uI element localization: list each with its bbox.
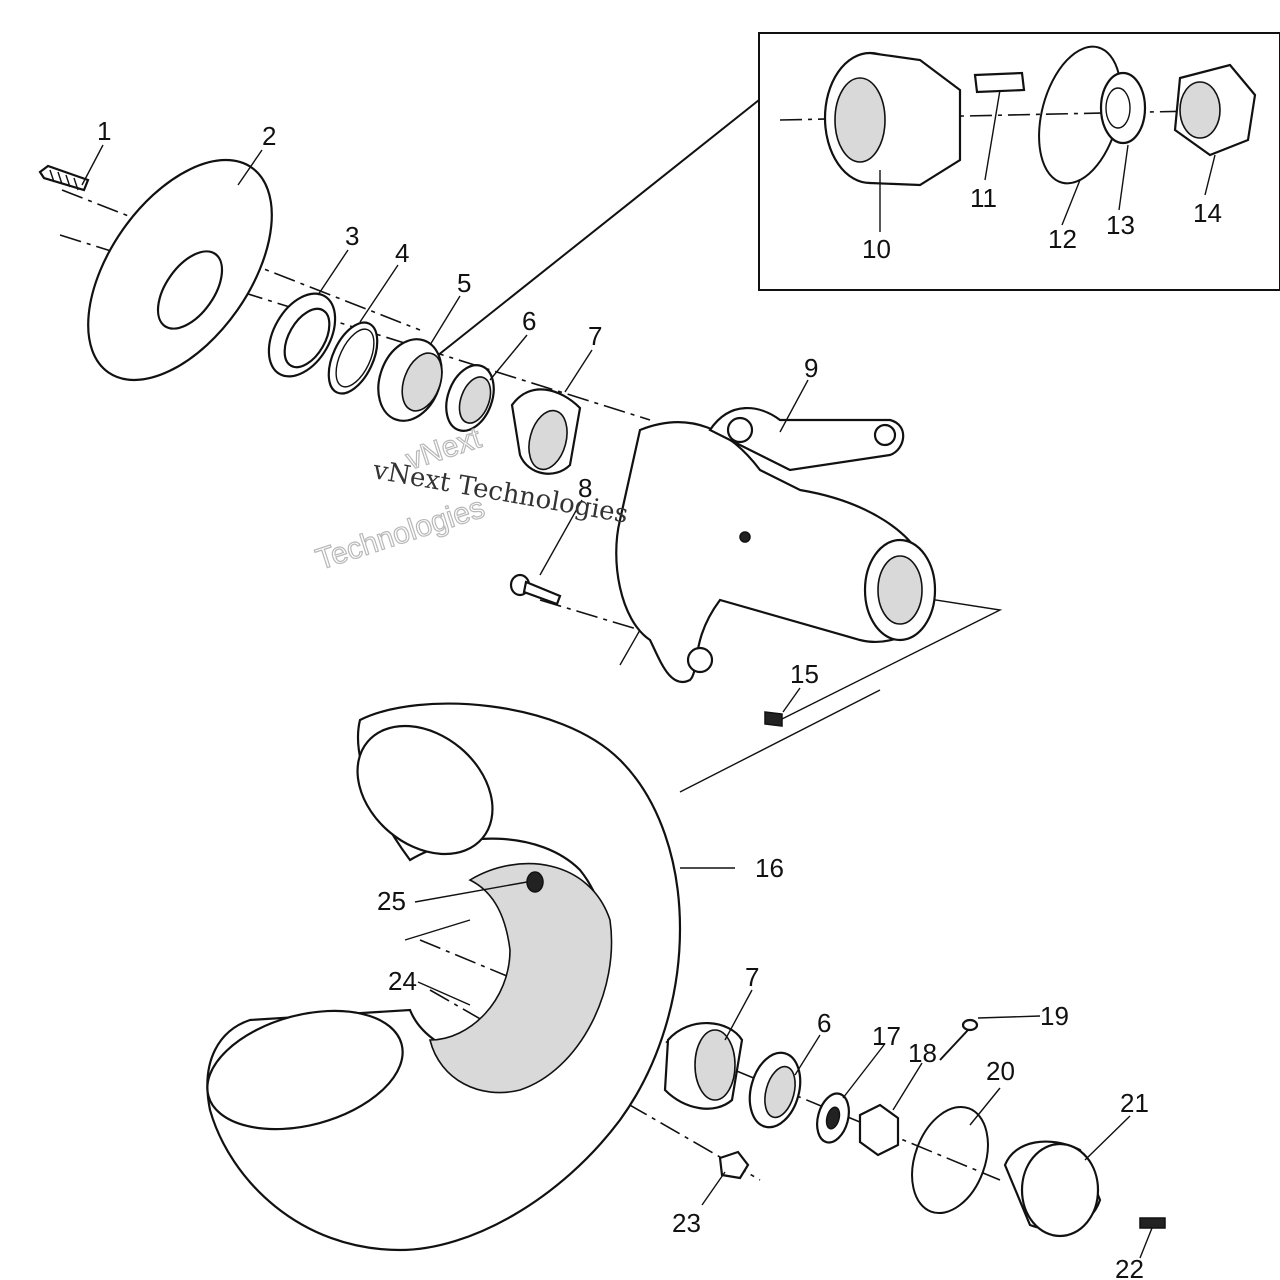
callout-8: 8 [578,473,592,503]
inset-detail-box [758,32,1280,291]
washer-part-13 [1099,71,1147,145]
watermark: vNext Technologies vNext Technologies [311,421,630,577]
bearing-part-6-lower [748,1051,802,1129]
callout-2: 2 [262,121,276,151]
callout-22: 22 [1115,1254,1144,1280]
callout-25: 25 [377,886,406,916]
callout-17: 17 [872,1021,901,1051]
screw-part-22 [1139,1217,1166,1229]
bolt-part-8 [509,573,562,606]
callout-13: 13 [1106,210,1135,240]
hub-part-5 [377,338,443,422]
callout-labels: 1 2 3 4 5 6 7 8 9 10 11 12 13 14 15 16 1… [97,116,1222,1280]
callout-18: 18 [908,1038,937,1068]
race-part-7-lower [663,1022,744,1110]
callout-7-lower: 7 [745,962,759,992]
callout-3: 3 [345,221,359,251]
callout-9: 9 [804,353,818,383]
o-ring-part-20 [911,1105,989,1215]
callout-21: 21 [1120,1088,1149,1118]
callout-6-upper: 6 [522,306,536,336]
callout-10: 10 [862,234,891,264]
callout-24: 24 [388,966,417,996]
leader-lines [81,89,1216,1259]
inset-hub-part-10 [823,51,962,187]
bolt-part-15 [764,711,783,727]
cap-part-21 [1003,1140,1102,1238]
callout-6-lower: 6 [817,1008,831,1038]
spindle-part-9 [615,407,937,684]
valve-part-25 [526,871,544,893]
disc-part-2 [87,158,273,382]
race-part-7-upper [510,388,582,475]
callout-14: 14 [1193,198,1222,228]
screw-part-1 [38,164,90,192]
seal-part-3 [267,292,337,378]
watermark-line-2: Technologies [312,491,489,577]
nut-part-14 [1173,63,1257,157]
bearing-part-6-upper [445,364,495,432]
callout-20: 20 [986,1056,1015,1086]
callout-16: 16 [755,853,784,883]
nut-part-18 [858,1103,900,1157]
callout-11: 11 [970,183,997,213]
callout-1: 1 [97,116,111,146]
callout-7-upper: 7 [588,321,602,351]
tire-part-16 [206,702,681,1252]
washer-part-17 [816,1092,850,1144]
callout-4: 4 [395,238,409,268]
ring-part-4 [327,321,379,395]
callout-12: 12 [1048,224,1077,254]
inset-leader-line [436,99,760,357]
pin-part-11 [973,71,1026,94]
callout-15: 15 [790,659,819,689]
cap-nut-part-23 [718,1150,750,1180]
callout-5: 5 [457,268,471,298]
callout-23: 23 [672,1208,701,1238]
cotter-pin-part-19 [939,1018,979,1061]
callout-19: 19 [1040,1001,1069,1031]
